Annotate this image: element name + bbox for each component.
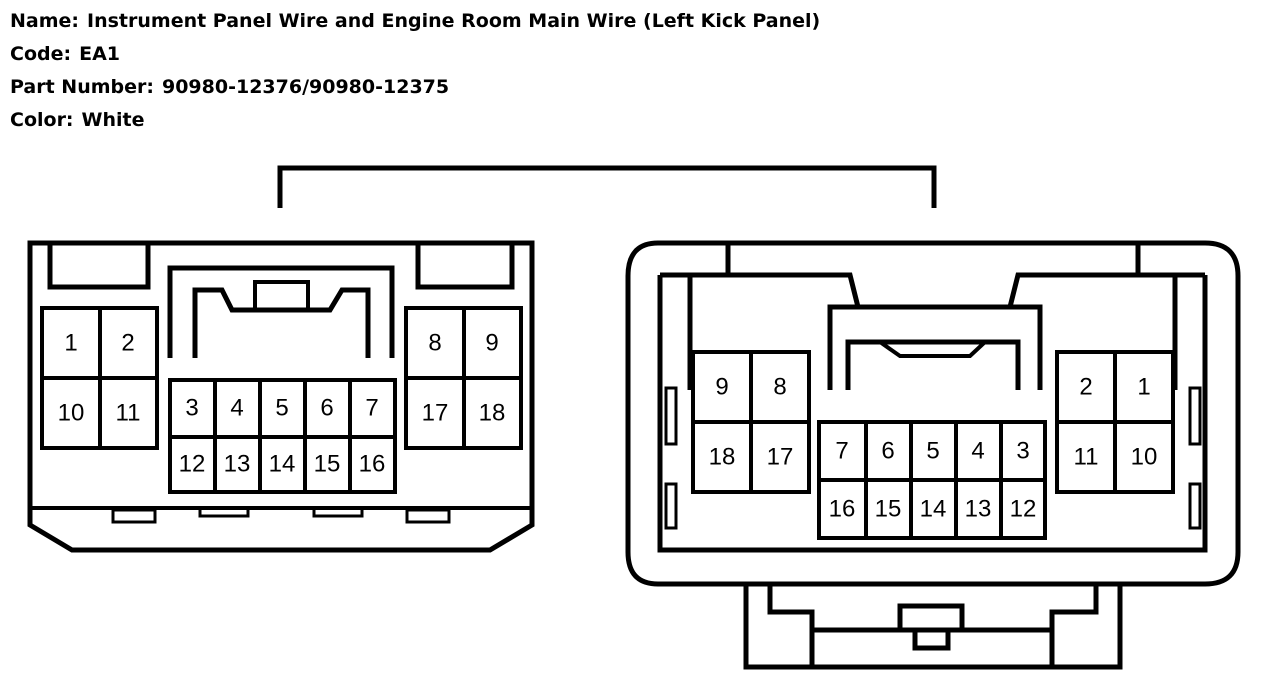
part-number-row: Part Number: 90980-12376/90980-12375 xyxy=(10,72,820,105)
right-pin-label: 7 xyxy=(835,438,848,465)
right-pin-label: 11 xyxy=(1074,444,1099,471)
right-pin-label: 4 xyxy=(971,438,984,465)
left-pin-label: 2 xyxy=(121,330,134,357)
left-pin-label: 1 xyxy=(64,330,77,357)
left-pin-label: 10 xyxy=(58,400,85,427)
left-pin-label: 18 xyxy=(479,400,506,427)
pairing-bracket xyxy=(277,165,937,208)
left-pin-label: 3 xyxy=(185,395,198,422)
left-pin-label: 14 xyxy=(269,451,296,478)
part-number-label: Part Number: xyxy=(10,76,154,98)
code-value: EA1 xyxy=(79,43,120,65)
connector-info: Name: Instrument Panel Wire and Engine Ro… xyxy=(10,6,820,138)
left-pin-label: 13 xyxy=(224,451,251,478)
left-pin-label: 15 xyxy=(314,451,341,478)
left-pin-label: 7 xyxy=(365,395,378,422)
color-value: White xyxy=(81,109,145,131)
right-pin-label: 5 xyxy=(926,438,939,465)
color-row: Color: White xyxy=(10,105,820,138)
name-row: Name: Instrument Panel Wire and Engine Ro… xyxy=(10,6,820,39)
left-connector-body xyxy=(27,240,535,553)
right-pin-label: 16 xyxy=(829,496,856,523)
left-pin-label: 17 xyxy=(422,400,449,427)
right-pin-label: 3 xyxy=(1016,438,1029,465)
right-pin-label: 18 xyxy=(709,444,736,471)
left-pin-label: 16 xyxy=(359,451,386,478)
right-pin-label: 10 xyxy=(1131,444,1158,471)
left-pin-label: 11 xyxy=(116,400,141,427)
name-label: Name: xyxy=(10,10,80,32)
right-pin-label: 8 xyxy=(773,374,786,401)
right-pin-label: 1 xyxy=(1137,374,1150,401)
code-label: Code: xyxy=(10,43,72,65)
right-pin-label: 6 xyxy=(881,438,894,465)
code-row: Code: EA1 xyxy=(10,39,820,72)
right-connector-body xyxy=(625,240,1241,670)
right-pin-label: 14 xyxy=(920,496,947,523)
left-pin-label: 5 xyxy=(275,395,288,422)
name-value: Instrument Panel Wire and Engine Room Ma… xyxy=(87,10,821,32)
right-pin-label: 9 xyxy=(715,374,728,401)
part-number-value: 90980-12376/90980-12375 xyxy=(161,76,450,98)
color-label: Color: xyxy=(10,109,74,131)
left-pin-label: 9 xyxy=(485,330,498,357)
right-pin-label: 15 xyxy=(875,496,902,523)
left-pin-label: 6 xyxy=(320,395,333,422)
right-pin-label: 12 xyxy=(1010,496,1037,523)
right-pin-label: 2 xyxy=(1079,374,1092,401)
right-pin-label: 13 xyxy=(965,496,992,523)
left-pin-label: 4 xyxy=(230,395,243,422)
left-pin-label: 12 xyxy=(179,451,206,478)
left-pin-label: 8 xyxy=(428,330,441,357)
right-pin-label: 17 xyxy=(767,444,794,471)
